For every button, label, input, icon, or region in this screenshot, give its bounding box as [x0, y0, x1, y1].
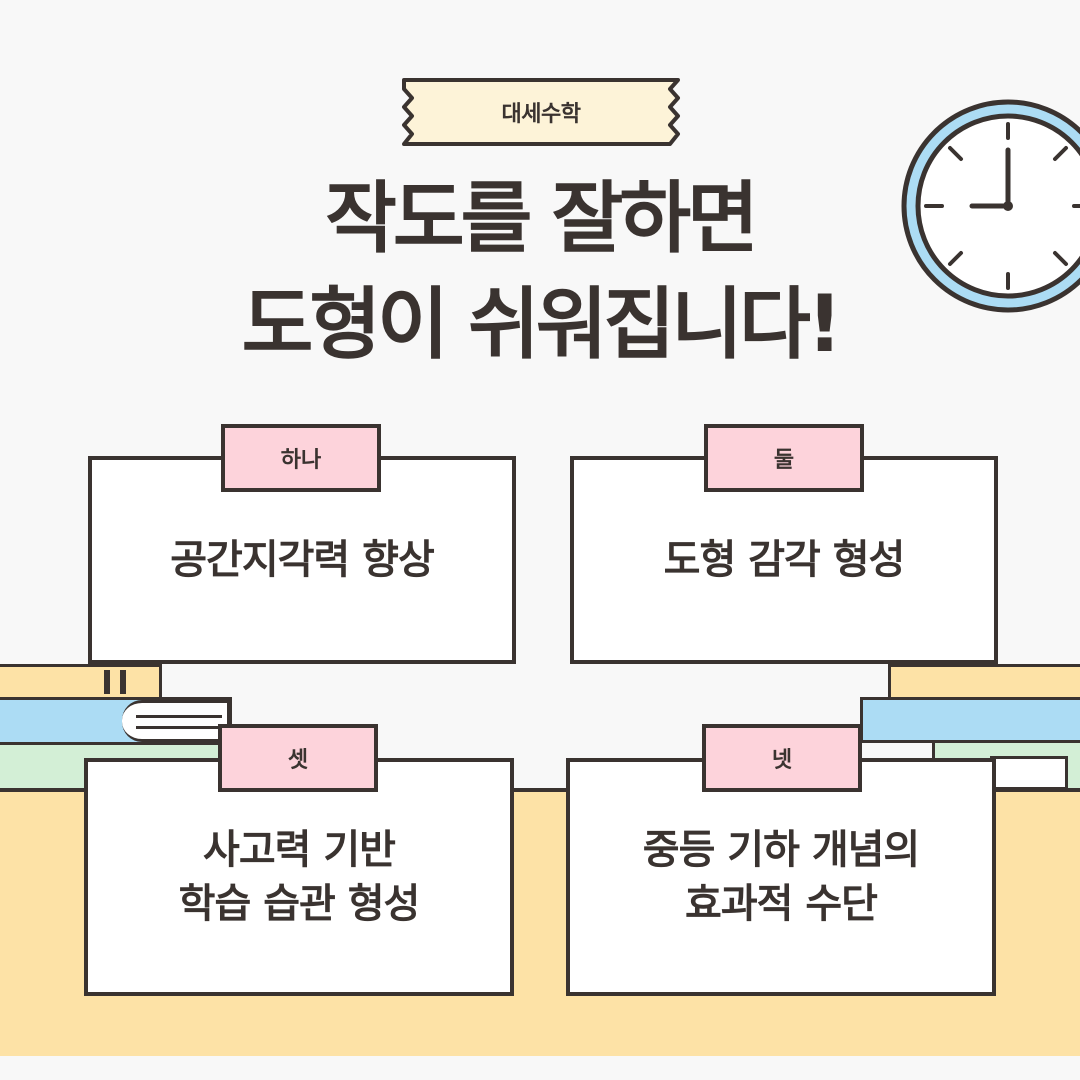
book-right-top: [888, 664, 1080, 700]
benefit-card-3: 사고력 기반 학습 습관 형성: [84, 758, 514, 996]
book-left-top: [0, 664, 162, 700]
brand-banner: 대세수학: [400, 78, 682, 146]
desk-edge-line: [0, 788, 1080, 792]
benefit-card-4-tab: 넷: [702, 724, 862, 792]
title-line-1: 작도를 잘하면: [325, 174, 759, 264]
brand-label: 대세수학: [501, 102, 581, 127]
book-left-top-stripes: [120, 670, 126, 694]
benefit-card-3-tab: 셋: [218, 724, 378, 792]
book-right-bottom-pages: [990, 756, 1068, 790]
benefit-card-4-text: 중등 기하 개념의 효과적 수단: [642, 827, 920, 927]
benefit-card-2-text: 도형 감각 형성: [663, 537, 906, 583]
banner-ribbon-shape: [402, 78, 680, 146]
book-right-middle: [860, 697, 1080, 743]
benefit-card-2-tab: 둘: [704, 424, 864, 492]
benefit-card-3-text: 사고력 기반 학습 습관 형성: [178, 827, 421, 927]
book-left-middle-pageline: [136, 726, 222, 729]
benefit-card-1-text: 공간지각력 향상: [170, 537, 435, 583]
benefit-card-4: 중등 기하 개념의 효과적 수단: [566, 758, 996, 996]
book-left-top-stripes: [104, 670, 110, 694]
title-line-2: 도형이 쉬워집니다!: [241, 280, 843, 370]
benefit-card-1-tab: 하나: [221, 424, 381, 492]
page-title: 작도를 잘하면 도형이 쉬워집니다!: [140, 166, 940, 378]
book-left-middle-pageline: [136, 715, 222, 718]
clock-icon: [896, 94, 1080, 320]
book-left-middle-pages: [122, 700, 230, 742]
benefit-card-2: 도형 감각 형성: [570, 456, 998, 664]
bottom-margin: [0, 1056, 1080, 1080]
